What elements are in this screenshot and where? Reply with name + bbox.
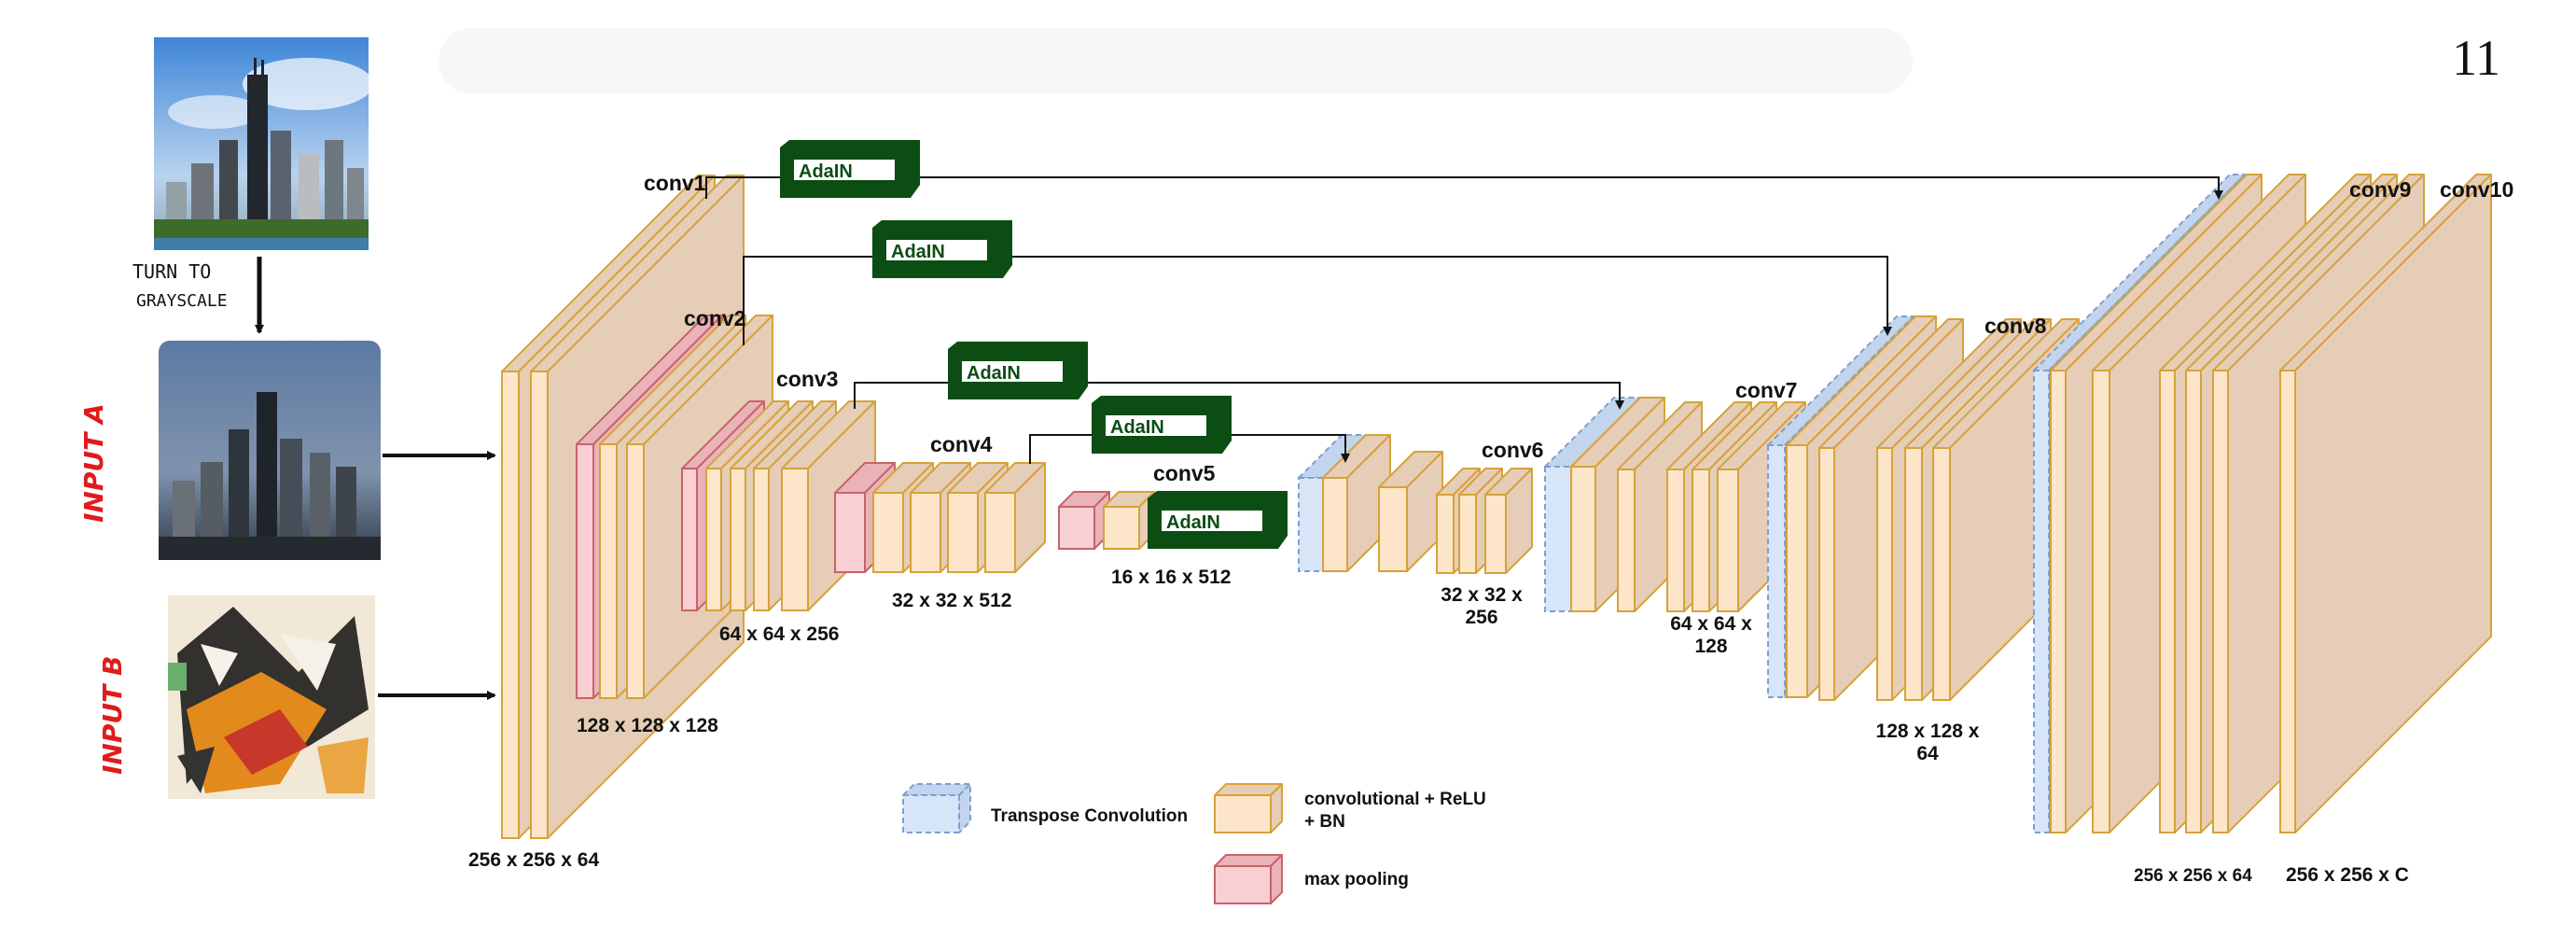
adain-badge: AdaIN (780, 140, 920, 198)
adain-label: AdaIN (799, 161, 853, 182)
layer-label-conv7: conv7 (1735, 378, 1797, 402)
dim-label-16-512: 16 x 16 x 512 (1111, 567, 1231, 588)
turn-to-grayscale-line1: TURN TO (132, 260, 211, 283)
legend-transpose-swatch (902, 783, 971, 833)
skip-connection-1 (705, 176, 2223, 200)
turn-to-grayscale-line2: GRAYSCALE (136, 291, 228, 311)
dim-label-32-256-line1: 32 x 32 x (1441, 584, 1523, 606)
legend-conv-swatch (1214, 783, 1283, 833)
color-photo (154, 37, 373, 250)
input-b-label: INPUT B (97, 656, 128, 775)
legend-maxpool-swatch (1214, 854, 1283, 904)
dim-label-256-64: 256 x 256 x 64 (468, 849, 599, 871)
conv5-block-a (1103, 491, 1155, 550)
skip-connection-2 (743, 256, 1892, 345)
legend-conv-label-line2: + BN (1304, 812, 1345, 832)
style-painting (168, 595, 375, 799)
conv10-block (2279, 174, 2492, 833)
adain-label: AdaIN (967, 363, 1021, 384)
conv6-block-b (1378, 451, 1443, 572)
conv6-block-e (1484, 468, 1533, 574)
layer-label-conv6: conv6 (1482, 438, 1543, 462)
gray-photo (159, 341, 381, 560)
dim-label-64-128-line1: 64 x 64 x (1670, 613, 1752, 635)
adain-label: AdaIN (891, 242, 945, 262)
legend-conv-label-line1: convolutional + ReLU (1304, 790, 1486, 809)
skip-connection-3 (854, 382, 1624, 410)
adain-label: AdaIN (1110, 417, 1164, 438)
dim-label-256-64-right: 256 x 256 x 64 (2134, 866, 2252, 886)
dim-label-256-C: 256 x 256 x C (2286, 864, 2409, 886)
legend-maxpool-label: max pooling (1304, 870, 1409, 889)
conv4-block-d (984, 462, 1046, 573)
adain-badge: AdaIN (1092, 396, 1232, 454)
dim-label-128-128: 128 x 128 x 128 (577, 715, 718, 736)
background-smudge (439, 28, 1913, 93)
layer-label-conv8: conv8 (1984, 314, 2047, 338)
dim-label-32-512: 32 x 32 x 512 (892, 590, 1011, 611)
layer-label-conv4: conv4 (930, 432, 993, 456)
legend-transpose-label: Transpose Convolution (991, 806, 1188, 826)
pool4-block (1058, 491, 1110, 550)
dim-label-128-64-line1: 128 x 128 x (1876, 721, 1980, 742)
page-number: 11 (2452, 30, 2500, 86)
dim-label-64-256: 64 x 64 x 256 (719, 623, 839, 645)
layer-label-conv1: conv1 (644, 171, 706, 195)
layer-label-conv5: conv5 (1153, 461, 1216, 485)
skip-connections (705, 176, 2223, 464)
adain-badge: AdaIN (948, 342, 1088, 399)
dim-label-32-256-line2: 256 (1465, 607, 1497, 628)
layer-label-conv2: conv2 (684, 306, 745, 330)
input-a-label: INPUT A (78, 403, 109, 523)
adain-badge: AdaIN (1148, 491, 1288, 549)
dim-label-64-128-line2: 128 (1694, 636, 1727, 657)
adain-label: AdaIN (1166, 512, 1220, 533)
layer-label-conv3: conv3 (776, 367, 838, 391)
dim-label-128-64-line2: 64 (1916, 743, 1939, 764)
legend: Transpose Convolution convolutional + Re… (902, 783, 1486, 904)
layer-label-conv9: conv9 (2349, 177, 2411, 202)
adain-badge: AdaIN (872, 220, 1012, 278)
layer-label-conv10: conv10 (2440, 177, 2513, 202)
